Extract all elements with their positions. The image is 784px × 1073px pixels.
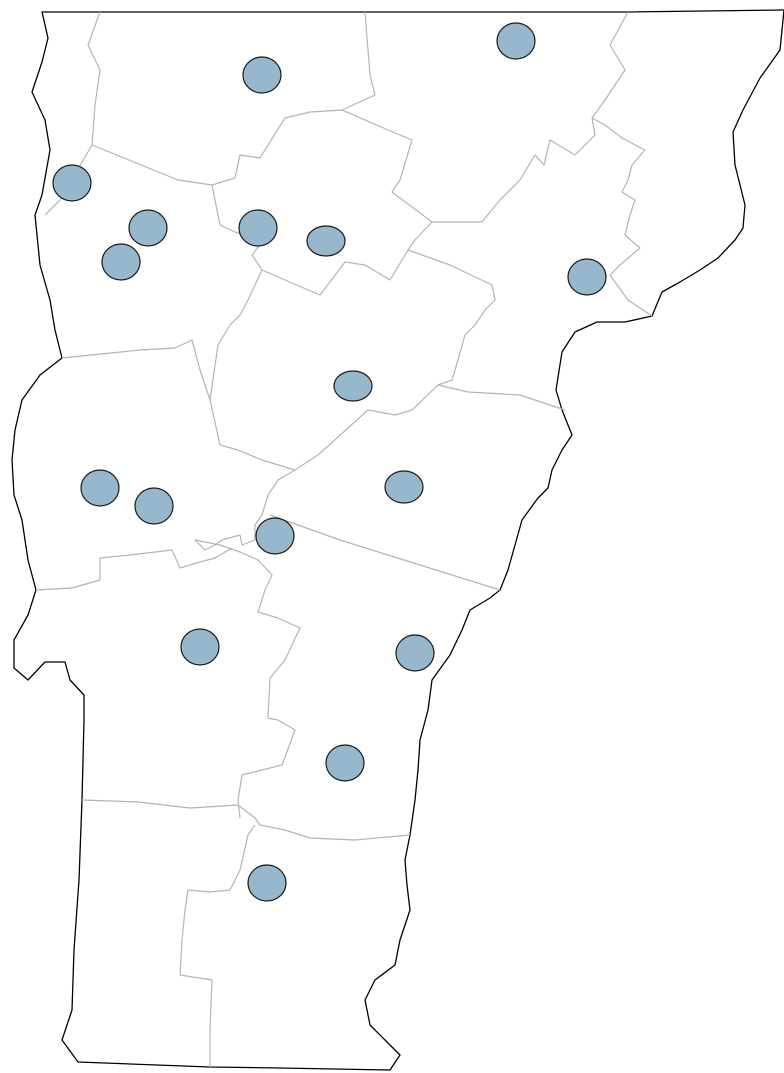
location-marker[interactable] — [101, 243, 141, 281]
location-marker[interactable] — [180, 628, 220, 666]
location-markers-layer — [52, 22, 607, 902]
location-marker[interactable] — [128, 209, 168, 247]
county-boundary — [591, 117, 653, 317]
location-marker[interactable] — [238, 209, 278, 247]
county-boundary — [179, 824, 256, 1067]
location-marker[interactable] — [242, 56, 282, 94]
location-marker[interactable] — [395, 634, 435, 672]
state-outline-layer — [11, 9, 784, 1071]
county-boundary — [44, 11, 101, 216]
county-boundary — [269, 514, 501, 591]
location-marker[interactable] — [384, 470, 424, 504]
county-boundary — [81, 799, 411, 841]
location-marker[interactable] — [567, 258, 607, 296]
state-outline — [11, 9, 784, 1071]
county-boundary — [194, 469, 301, 819]
location-marker[interactable] — [325, 744, 365, 782]
county-boundary — [341, 11, 376, 111]
location-marker[interactable] — [496, 22, 536, 60]
county-boundary — [209, 249, 496, 471]
location-marker[interactable] — [306, 225, 346, 257]
location-marker[interactable] — [134, 487, 174, 525]
county-boundary — [35, 547, 233, 591]
county-boundary — [61, 339, 211, 401]
county-boundaries-layer — [35, 11, 653, 1067]
location-marker[interactable] — [333, 370, 373, 402]
location-marker[interactable] — [80, 469, 120, 507]
location-marker[interactable] — [247, 864, 287, 902]
location-marker[interactable] — [255, 517, 295, 555]
county-boundary — [437, 384, 566, 411]
county-boundary — [91, 109, 433, 296]
location-marker[interactable] — [52, 164, 92, 202]
county-boundary — [432, 11, 629, 223]
